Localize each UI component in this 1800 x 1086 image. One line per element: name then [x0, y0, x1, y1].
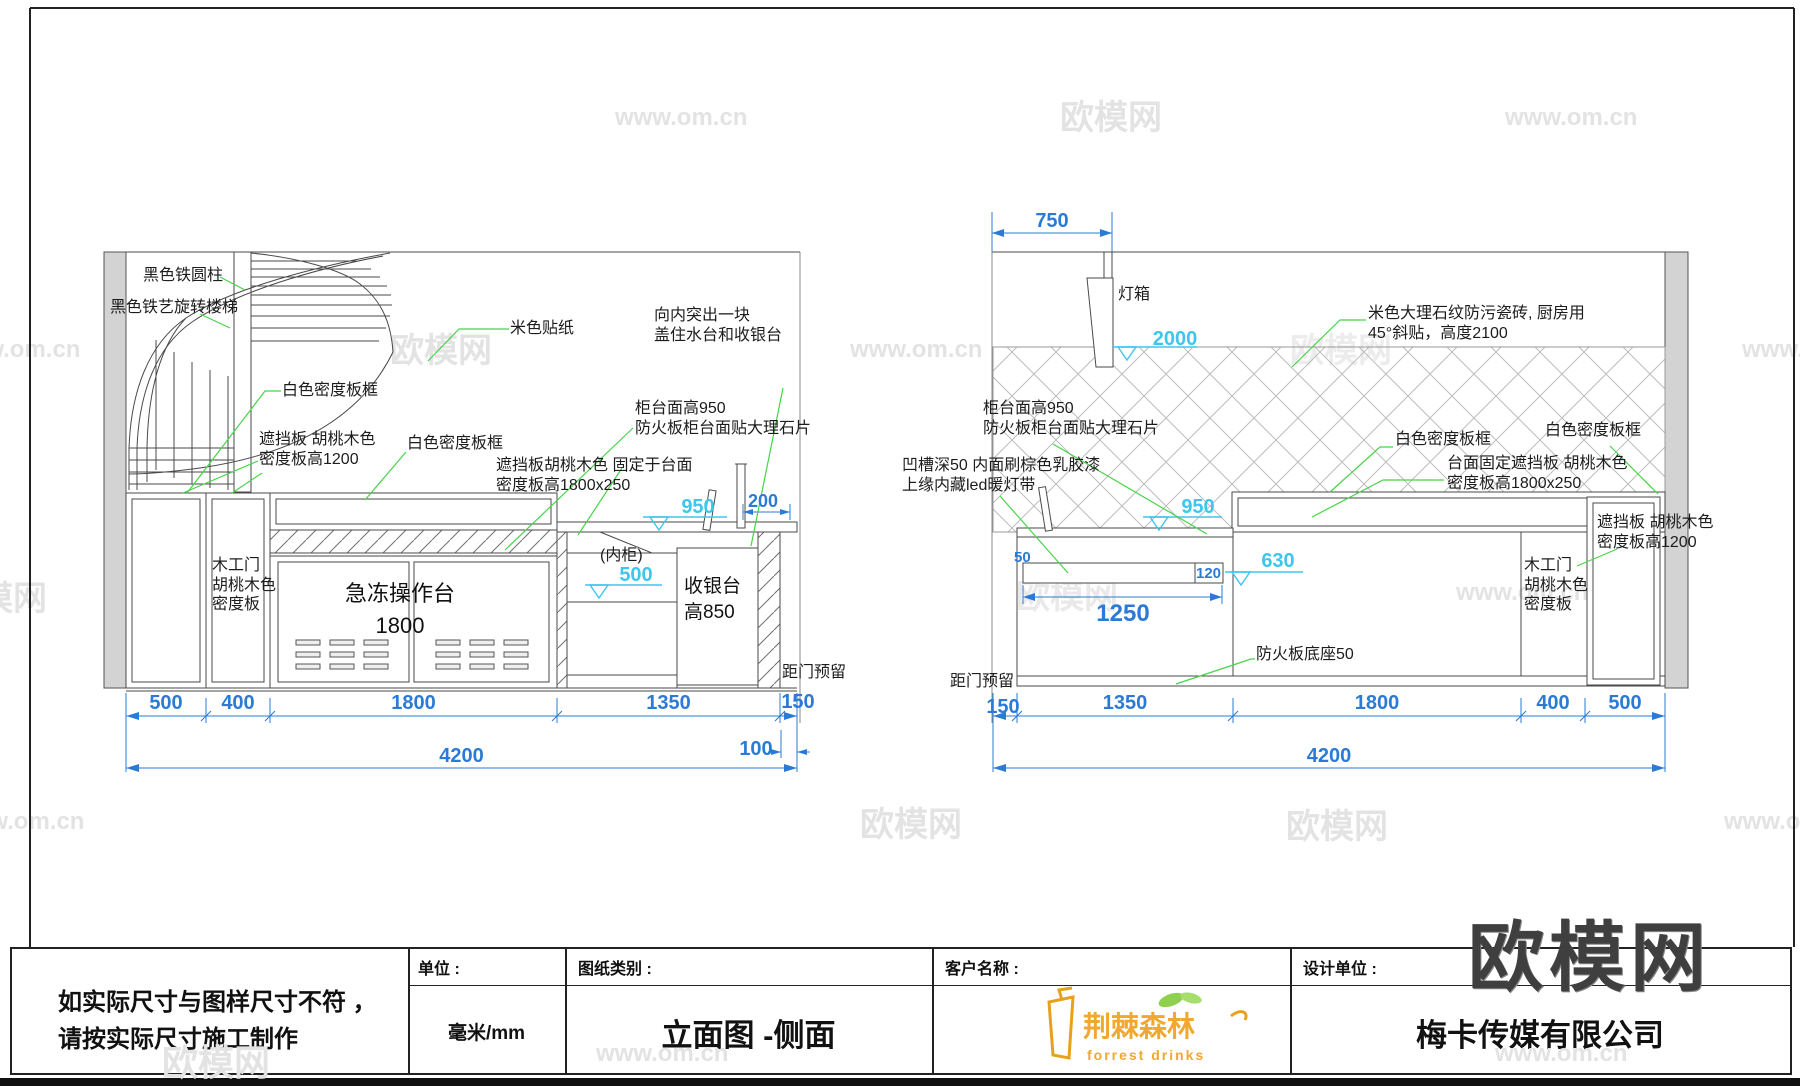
unit-value: 毫米/mm	[447, 1023, 526, 1044]
label-protruding-piece: 向内突出一块 盖住水台和收银台	[654, 307, 783, 344]
watermark-site: 欧模网	[1060, 99, 1162, 137]
dim-4200: 4200	[439, 745, 484, 767]
construction-warning: 如实际尺寸与图样尺寸不符 ， 请按实际尺寸施工制作	[58, 989, 377, 1054]
dim-1800: 1800	[391, 692, 436, 714]
drawing-type-value: 立面图 -侧面	[661, 1018, 836, 1053]
label-marble-tile: 米色大理石纹防污瓷砖, 厨房用 45°斜贴，高度2100	[1368, 305, 1585, 342]
client-logo-cn: 荆棘森林	[1083, 1011, 1195, 1042]
dim-200: 200	[747, 491, 779, 511]
client-logo: 荆棘森林 forrest drinks	[1047, 986, 1248, 1063]
label-countertop-950: 柜台面高950 防火板柜台面贴大理石片	[635, 400, 812, 437]
watermark-site: 欧模网	[0, 580, 47, 618]
client-logo-en: forrest drinks	[1087, 1047, 1205, 1063]
watermark-url: www.om.cn	[1742, 336, 1800, 363]
watermark-url: www.om.cn	[1505, 104, 1638, 131]
dim-1800: 1800	[1354, 692, 1400, 714]
label-fixed-baffle: 台面固定遮挡板 胡桃木色 密度板高1800x250	[1447, 455, 1628, 492]
label-inner-cabinet: (内柜)	[600, 547, 643, 564]
label-light-box: 灯箱	[1118, 286, 1151, 303]
dim-50: 50	[1014, 549, 1031, 566]
label-countertop-950: 柜台面高950 防火板柜台面贴大理石片	[983, 400, 1160, 437]
label-baffle-1200: 遮挡板 胡桃木色 密度板高1200	[259, 431, 376, 468]
design-unit-label: 设计单位 :	[1303, 961, 1377, 978]
level-950: 950	[1181, 496, 1215, 518]
dim-1350: 1350	[646, 692, 691, 714]
label-baffle-1200: 遮挡板 胡桃木色 密度板高1200	[1597, 514, 1714, 551]
label-white-mdf-frame: 白色密度板框	[282, 382, 379, 399]
label-wood-door: 木工门 胡桃木色 密度板	[1524, 557, 1589, 614]
label-fireproof-base: 防火板底座50	[1256, 646, 1354, 663]
label-black-iron-column: 黑色铁圆柱	[143, 267, 224, 284]
label-wood-door: 木工门 胡桃木色 密度板	[212, 557, 277, 614]
design-unit-value: 梅卡传媒有限公司	[1416, 1018, 1664, 1053]
level-630: 630	[1261, 550, 1295, 572]
label-white-mdf-frame: 白色密度板框	[407, 435, 504, 452]
watermark-url: www.om.cn	[596, 1040, 729, 1067]
dim-100: 100	[739, 738, 773, 760]
watermark-site: 欧模网	[162, 1042, 271, 1083]
label-freezer-counter: 急冻操作台 1800	[344, 581, 455, 638]
label-groove-led: 凹槽深50 内面刷棕色乳胶漆 上缘内藏led暖灯带	[902, 457, 1101, 494]
label-white-mdf-frame: 白色密度板框	[1395, 431, 1492, 448]
dim-120: 120	[1196, 565, 1222, 582]
watermark-site: 欧模网	[860, 806, 962, 844]
label-cashier-counter: 收银台 高850	[684, 576, 742, 623]
watermark-url: www.om.cn	[1495, 1040, 1628, 1067]
dim-750: 750	[1035, 210, 1069, 232]
dim-1350: 1350	[1102, 692, 1148, 714]
dim-1250: 1250	[1096, 600, 1150, 627]
watermark-url: www.om.cn	[850, 336, 983, 363]
unit-label: 单位 :	[418, 961, 460, 978]
client-name-label: 客户名称 :	[945, 961, 1019, 978]
watermark-url: www.om.cn	[0, 808, 85, 835]
watermark-site: 欧模网	[1286, 808, 1388, 846]
dim-150: 150	[986, 696, 1020, 718]
drawing-type-label: 图纸类别 :	[578, 961, 652, 978]
watermark-url: www.om.cn	[1724, 808, 1800, 835]
watermark-site: 欧模网	[390, 332, 492, 370]
watermark-url: www.om.cn	[0, 336, 81, 363]
dim-400: 400	[1536, 692, 1570, 714]
watermark-url: www.om.cn	[615, 104, 748, 131]
label-door-gap: 距门预留	[950, 673, 1015, 690]
level-500: 500	[619, 564, 653, 586]
label-door-gap: 距门预留	[782, 664, 847, 681]
watermark-url: www.om.cn	[1456, 579, 1589, 606]
label-spiral-stair: 黑色铁艺旋转楼梯	[110, 299, 239, 316]
dim-500: 500	[1608, 692, 1642, 714]
dim-400: 400	[221, 692, 255, 714]
dim-150: 150	[781, 691, 815, 713]
dim-500: 500	[149, 692, 183, 714]
level-950: 950	[681, 496, 715, 518]
dim-4200: 4200	[1306, 745, 1352, 767]
label-beige-sticker: 米色贴纸	[510, 320, 575, 337]
label-white-mdf-frame: 白色密度板框	[1545, 422, 1642, 439]
site-logo: 欧模网	[1468, 916, 1711, 1001]
level-2000: 2000	[1152, 328, 1198, 350]
label-baffle-1800x250: 遮挡板胡桃木色 固定于台面 密度板高1800x250	[496, 457, 693, 494]
